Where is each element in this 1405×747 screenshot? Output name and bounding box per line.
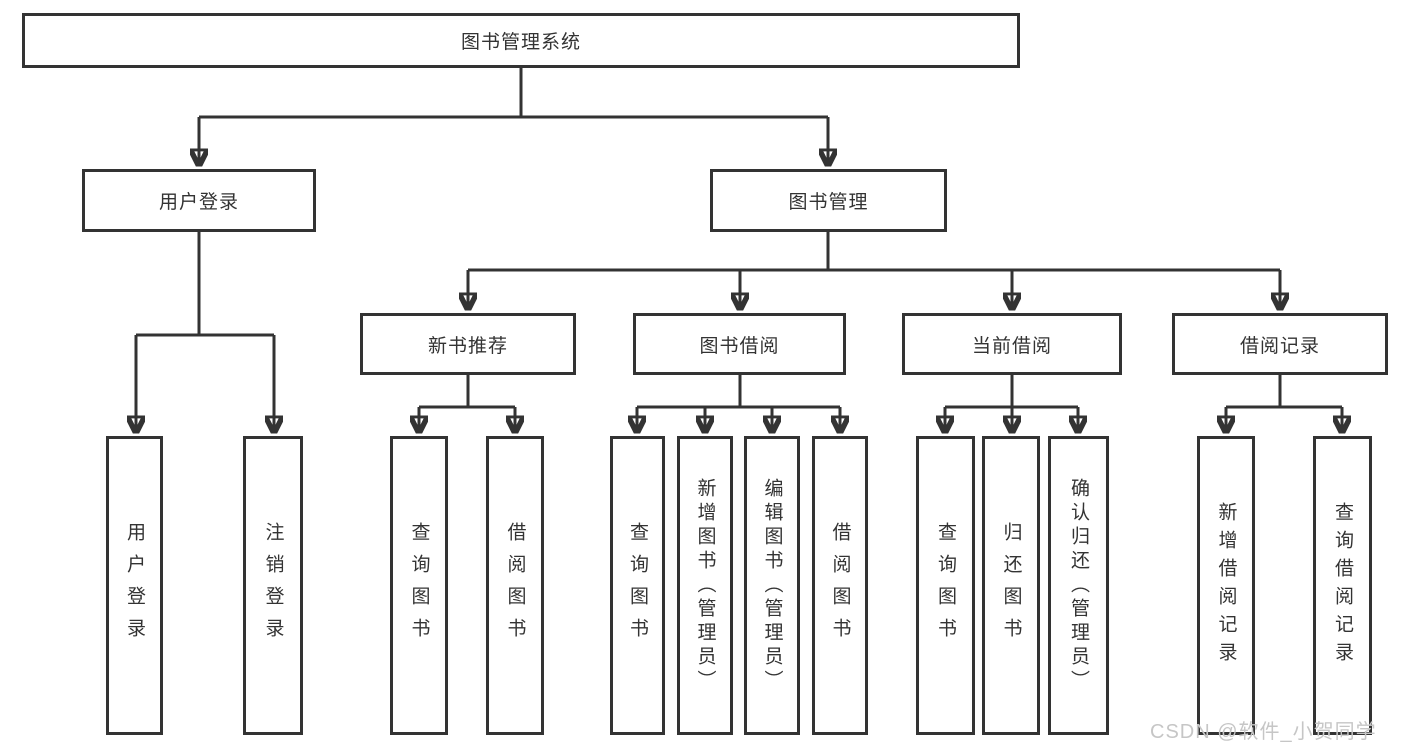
leaf-query-books-recommend: 查询图书 <box>390 436 448 735</box>
leaf-add-borrow-record-label: 新增借阅记录 <box>1215 501 1237 670</box>
node-user-login: 用户登录 <box>82 169 316 232</box>
node-book-management: 图书管理 <box>710 169 947 232</box>
leaf-query-books-current: 查询图书 <box>916 436 975 735</box>
leaf-query-books-recommend-label: 查询图书 <box>408 521 430 650</box>
leaf-edit-books-admin-label: 编辑图书（管理员） <box>761 477 783 694</box>
csdn-watermark: CSDN @软件_小贺同学 <box>1150 721 1377 743</box>
node-book-borrowing-label: 图书借阅 <box>699 335 780 357</box>
node-root-label: 图书管理系统 <box>460 32 581 53</box>
leaf-user-login: 用户登录 <box>106 436 163 735</box>
leaf-query-borrow-record-label: 查询借阅记录 <box>1332 501 1353 670</box>
node-book-borrowing: 图书借阅 <box>633 313 846 375</box>
node-new-book-recommendation: 新书推荐 <box>360 313 576 375</box>
node-borrowing-records: 借阅记录 <box>1172 313 1388 375</box>
leaf-add-books-admin: 新增图书（管理员） <box>677 436 733 735</box>
leaf-confirm-return-admin: 确认归还（管理员） <box>1048 436 1109 735</box>
leaf-add-books-admin-label: 新增图书（管理员） <box>694 477 716 694</box>
leaf-logout-label: 注销登录 <box>262 521 284 650</box>
leaf-query-borrow-record: 查询借阅记录 <box>1313 436 1372 735</box>
leaf-return-books: 归还图书 <box>982 436 1040 735</box>
leaf-add-borrow-record: 新增借阅记录 <box>1197 436 1255 735</box>
leaf-query-books-current-label: 查询图书 <box>935 521 956 650</box>
leaf-borrow-books-recommend-label: 借阅图书 <box>504 521 526 650</box>
node-user-login-label: 用户登录 <box>158 192 239 213</box>
node-root-library-system: 图书管理系统 <box>22 13 1020 68</box>
node-book-management-label: 图书管理 <box>788 192 869 213</box>
leaf-query-books-borrowing-label: 查询图书 <box>627 521 648 650</box>
node-current-borrowing: 当前借阅 <box>902 313 1122 375</box>
leaf-logout: 注销登录 <box>243 436 303 735</box>
leaf-borrow-books-borrowing-label: 借阅图书 <box>829 521 851 650</box>
leaf-user-login-label: 用户登录 <box>124 521 145 650</box>
leaf-borrow-books-borrowing: 借阅图书 <box>812 436 868 735</box>
leaf-query-books-borrowing: 查询图书 <box>610 436 665 735</box>
leaf-borrow-books-recommend: 借阅图书 <box>486 436 544 735</box>
node-current-borrowing-label: 当前借阅 <box>971 335 1052 357</box>
leaf-confirm-return-admin-label: 确认归还（管理员） <box>1068 477 1089 694</box>
node-new-book-recommendation-label: 新书推荐 <box>427 335 508 357</box>
leaf-return-books-label: 归还图书 <box>1000 521 1022 650</box>
leaf-edit-books-admin: 编辑图书（管理员） <box>744 436 800 735</box>
node-borrowing-records-label: 借阅记录 <box>1239 335 1320 357</box>
